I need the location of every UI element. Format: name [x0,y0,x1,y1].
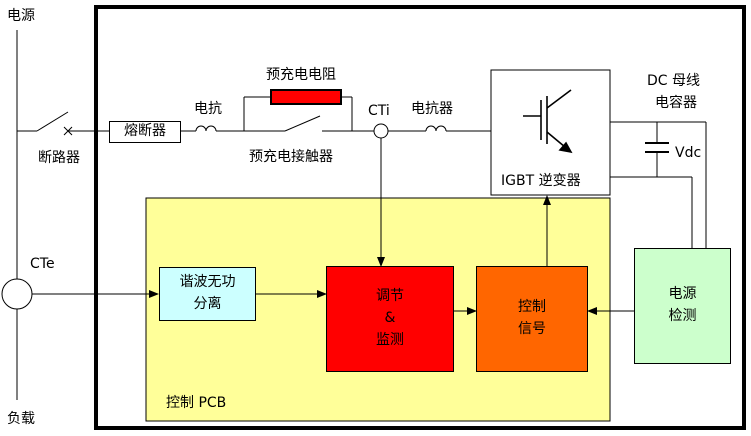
label-power-source: 电源 [7,8,35,24]
label-cte: CTe [30,256,55,272]
label-igbt-inverter: IGBT 逆变器 [501,173,581,189]
label-capacitor: 电容器 [655,94,697,111]
harmonic-separation-block: 谐波无功 分离 [159,267,256,321]
precharge-contactor-symbol [284,115,321,132]
control-signal-block: 控制 信号 [476,266,588,372]
label-breaker: 断路器 [38,150,80,166]
label-precharge-resistor: 预充电电阻 [266,67,336,83]
precharge-resistor-symbol [270,89,342,105]
igbt-transistor-icon [523,89,573,154]
igbt-inverter-box [490,69,611,196]
reactor-1-coil-symbol [195,125,217,132]
label-control-pcb: 控制 PCB [166,395,226,411]
label-precharge-contactor: 预充电接触器 [249,148,333,165]
fuse-box: 熔断器 [109,121,181,143]
breaker-switch-symbol [36,111,69,132]
label-load: 负载 [7,411,35,427]
regulation-monitoring-block: 调节 & 监测 [326,266,454,372]
power-detection-block: 电源 检测 [634,248,731,364]
reactor-2-coil-symbol [425,125,447,132]
enclosure-border [94,5,746,430]
cte-current-sensor [1,278,33,310]
label-reactor-1: 电抗 [194,101,222,117]
label-vdc: Vdc [675,145,701,161]
label-reactor-2: 电抗器 [411,101,453,117]
cti-current-sensor [373,123,389,139]
label-dc-bus: DC 母线 [647,73,700,89]
label-cti: CTi [368,103,390,119]
